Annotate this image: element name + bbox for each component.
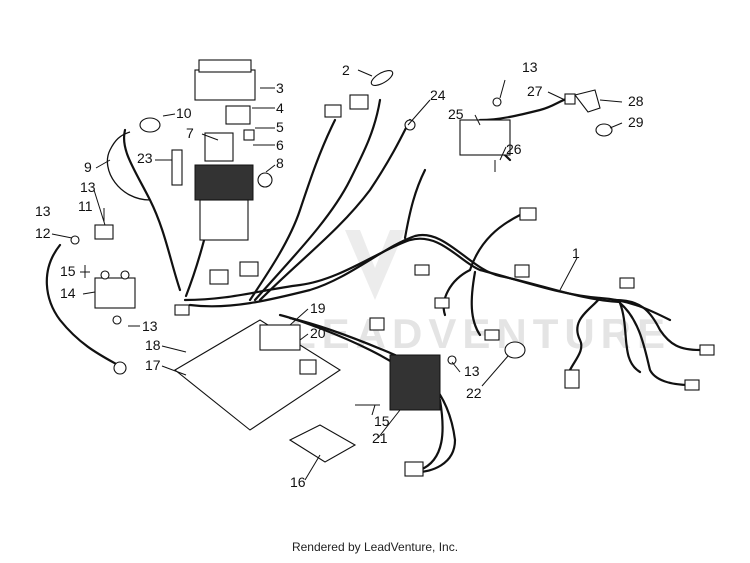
callout-9: 9: [84, 159, 92, 175]
callout-13-a: 13: [80, 179, 96, 195]
callout-27: 27: [527, 83, 543, 99]
callout-28: 28: [628, 93, 644, 109]
callout-2: 2: [342, 62, 350, 78]
starter-solenoid: [94, 277, 136, 309]
callout-15-b: 15: [374, 413, 390, 429]
callout-5: 5: [276, 119, 284, 135]
callout-23: 23: [137, 150, 153, 166]
callout-16: 16: [290, 474, 306, 490]
callout-22: 22: [466, 385, 482, 401]
fuse-box-cover: [194, 69, 256, 101]
callout-20: 20: [310, 325, 326, 341]
callout-15-a: 15: [60, 263, 76, 279]
callout-18: 18: [145, 337, 161, 353]
fuse-panel: [194, 164, 254, 201]
callout-10: 10: [176, 105, 192, 121]
relay: [225, 105, 251, 125]
fuse-block: [199, 199, 249, 241]
callout-11: 11: [78, 198, 93, 214]
control-module: [259, 324, 301, 351]
adhesive-pad: [288, 424, 357, 463]
footer-credit: Rendered by LeadVenture, Inc.: [291, 540, 459, 554]
relay-large: [204, 132, 234, 162]
callout-24: 24: [430, 87, 446, 103]
callout-7: 7: [186, 125, 194, 141]
callout-25: 25: [448, 106, 464, 122]
callout-26: 26: [506, 141, 522, 157]
parts: [70, 59, 715, 477]
callout-12: 12: [35, 225, 51, 241]
callout-13-e: 13: [464, 363, 480, 379]
voltage-regulator: [389, 354, 441, 411]
callout-13-c: 13: [142, 318, 158, 334]
cdi-module: [459, 119, 511, 156]
callout-6: 6: [276, 137, 284, 153]
callout-8: 8: [276, 155, 284, 171]
callout-1: 1: [572, 245, 580, 261]
callout-13-b: 13: [35, 203, 51, 219]
callout-19: 19: [310, 300, 326, 316]
watermark-text: LEADVENTURE: [290, 310, 671, 357]
harness-wires: [45, 96, 702, 474]
callout-29: 29: [628, 114, 644, 130]
callout-13-d: 13: [522, 59, 538, 75]
callout-21: 21: [372, 430, 388, 446]
callout-17: 17: [145, 357, 161, 373]
callout-4: 4: [276, 100, 284, 116]
callout-14: 14: [60, 285, 76, 301]
leader-lines: [51, 69, 623, 481]
callout-3: 3: [276, 80, 284, 96]
callout-labels: 1 2 3 4 5 6 7 8 9 10 11 12 13 13 13 13 1…: [35, 59, 644, 490]
